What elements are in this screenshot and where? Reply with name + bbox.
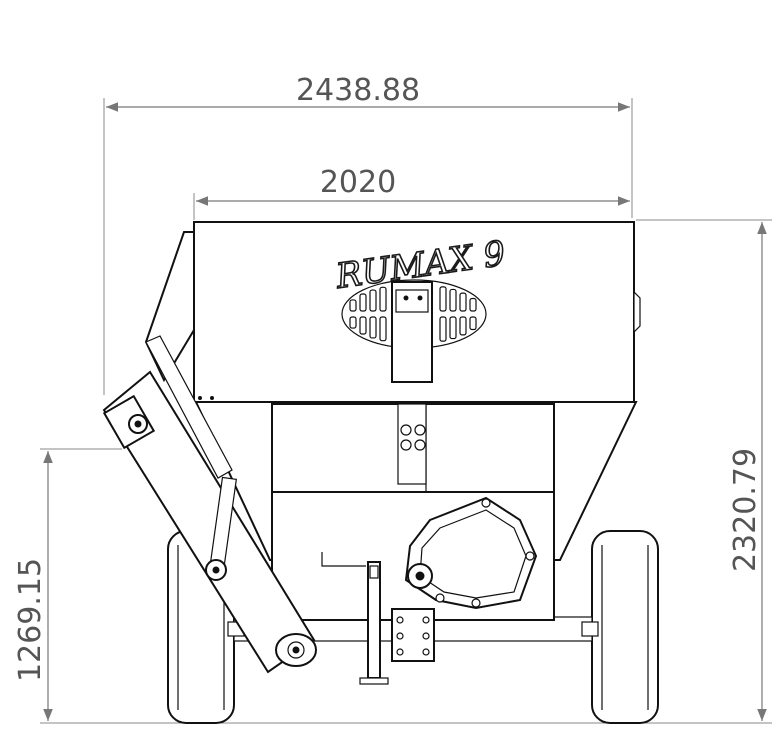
grille-slot <box>469 316 477 331</box>
grille-slot <box>379 286 387 312</box>
grille-slot <box>439 286 447 312</box>
grille-slot <box>379 316 387 342</box>
overall-width-label: 2438.88 <box>296 73 420 108</box>
hitch-plate <box>391 608 435 662</box>
overall-width-dimension: 2438.88 <box>103 73 633 395</box>
grille-slot <box>369 316 377 339</box>
grille-slot <box>469 297 477 312</box>
grille-slot <box>359 293 367 312</box>
grille-slot <box>369 289 377 312</box>
grille-slot <box>459 292 467 312</box>
overall-height-dimension: 2320.79 <box>636 219 772 724</box>
grille-slot <box>349 299 357 312</box>
grille-slot <box>439 316 447 342</box>
auger-height-dimension: 1269.15 <box>13 448 170 724</box>
body-width-label: 2020 <box>320 165 396 200</box>
gearbox-housing <box>404 496 538 610</box>
overall-height-label: 2320.79 <box>728 448 763 572</box>
grille-slot <box>449 288 457 312</box>
logo-grille <box>341 279 487 383</box>
grille-slot <box>359 316 367 335</box>
auger-arm <box>102 231 317 674</box>
jack-stand <box>321 552 389 685</box>
right-wheel <box>591 530 659 724</box>
grille-slot <box>449 316 457 340</box>
body-width-dimension: 2020 <box>193 165 630 220</box>
auger-height-label: 1269.15 <box>13 558 48 682</box>
grille-slot <box>349 316 357 329</box>
grille-slot <box>459 316 467 336</box>
